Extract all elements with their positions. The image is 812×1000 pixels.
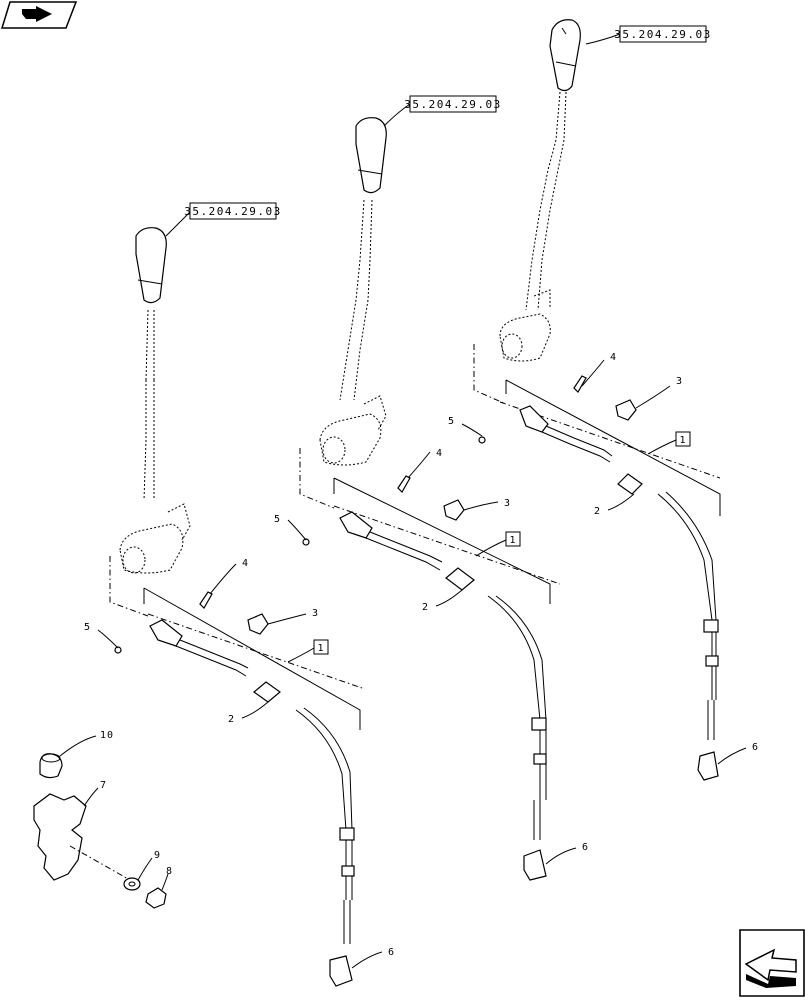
next-page-arrow-icon[interactable] — [739, 929, 805, 997]
svg-text:8: 8 — [166, 866, 173, 877]
knob-right — [549, 19, 581, 92]
ref-label-top: 35.204.29.03 — [614, 28, 711, 41]
nut-left — [329, 955, 353, 987]
clip-left — [247, 613, 269, 635]
ref-box-middle[interactable]: 35.204.29.03 — [383, 95, 502, 127]
knob-middle — [355, 117, 387, 194]
pivot-middle — [319, 413, 382, 466]
svg-text:2: 2 — [228, 714, 235, 725]
callouts-right: 4 3 5 2 6 — [448, 352, 759, 765]
ref-box-left[interactable]: 35.204.29.03 — [165, 202, 282, 237]
knob-left — [135, 227, 167, 304]
ref-label-left: 35.204.29.03 — [184, 205, 281, 218]
threaded-end-right — [617, 473, 643, 495]
svg-text:9: 9 — [154, 850, 161, 861]
clevis-right — [519, 405, 549, 433]
svg-text:4: 4 — [242, 558, 249, 569]
svg-text:5: 5 — [448, 416, 455, 427]
svg-text:5: 5 — [274, 514, 281, 525]
svg-text:6: 6 — [752, 742, 759, 753]
clamp-part-7 — [33, 793, 87, 881]
callouts-left: 4 3 5 2 6 — [84, 558, 395, 969]
nut-right — [697, 751, 719, 781]
lever-assembly-middle — [299, 117, 561, 881]
nut-part-8 — [145, 887, 167, 909]
clip-middle — [443, 499, 465, 521]
svg-text:4: 4 — [610, 352, 617, 363]
clevis-middle — [339, 511, 373, 539]
svg-text:7: 7 — [100, 780, 107, 791]
previous-page-icon[interactable] — [0, 1, 78, 29]
svg-text:6: 6 — [582, 842, 589, 853]
lever-assembly-left — [109, 227, 363, 987]
loose-parts — [33, 753, 167, 909]
pivot-right — [499, 313, 551, 362]
svg-text:1: 1 — [509, 535, 516, 546]
svg-text:2: 2 — [594, 506, 601, 517]
svg-text:6: 6 — [388, 947, 395, 958]
clevis-left — [149, 619, 183, 647]
assembly-box-right: 1 — [647, 431, 691, 455]
svg-text:3: 3 — [312, 608, 319, 619]
callouts-loose: 10 7 9 8 — [59, 730, 173, 891]
threaded-end-left — [253, 681, 281, 703]
washer-part-9 — [123, 877, 141, 891]
svg-text:1: 1 — [679, 435, 686, 446]
svg-text:3: 3 — [504, 498, 511, 509]
svg-text:4: 4 — [436, 448, 443, 459]
svg-text:2: 2 — [422, 602, 429, 613]
svg-text:1: 1 — [317, 643, 324, 654]
svg-text:10: 10 — [100, 730, 114, 741]
assembly-box-left: 1 — [287, 639, 329, 663]
assembly-box-middle: 1 — [475, 531, 521, 557]
threaded-end-middle — [445, 567, 475, 591]
svg-text:3: 3 — [676, 376, 683, 387]
pin-right — [573, 375, 587, 393]
clip-right — [615, 399, 637, 421]
pivot-left — [119, 523, 184, 574]
bushing-part-10 — [39, 753, 63, 779]
nut-middle — [523, 849, 547, 881]
ref-box-top[interactable]: 35.204.29.03 — [585, 25, 712, 45]
pin-middle — [397, 475, 411, 493]
svg-text:5: 5 — [84, 622, 91, 633]
pin-left — [199, 591, 213, 609]
lever-assembly-right — [473, 19, 721, 781]
callouts-middle: 4 3 5 2 6 — [274, 448, 589, 865]
ref-label-middle: 35.204.29.03 — [404, 98, 501, 111]
